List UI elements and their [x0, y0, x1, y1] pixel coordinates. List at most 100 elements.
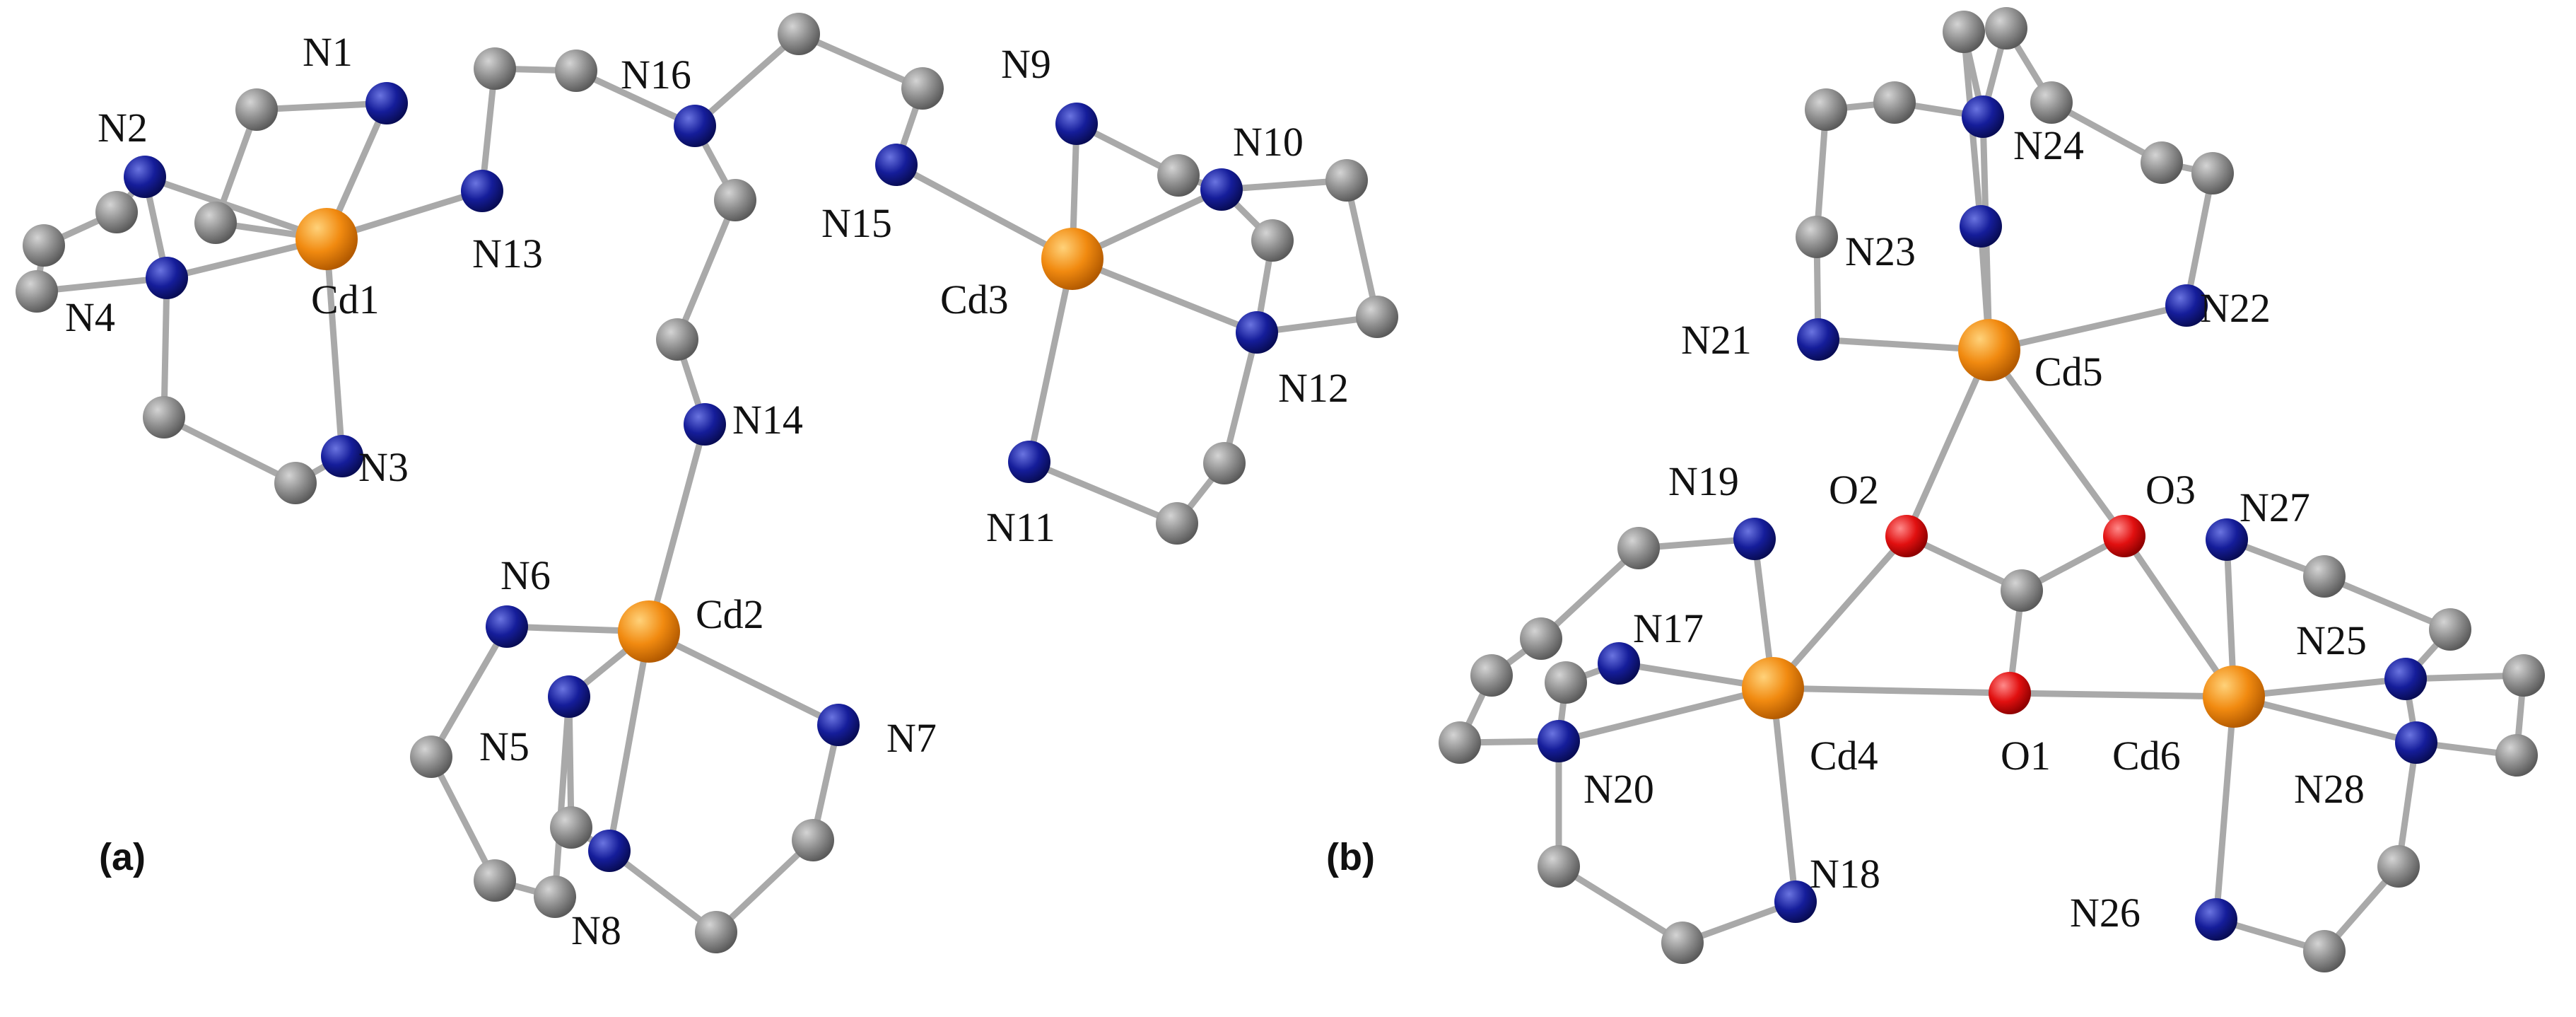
atom-label-n1: N1 [303, 29, 353, 75]
carbon-atom-b4 [1943, 11, 1985, 53]
bond-cd2-n8 [606, 628, 652, 854]
nitrogen-atom-n10 [1200, 168, 1243, 211]
bond-cd6-o1 [2006, 690, 2237, 700]
nitrogen-atom-n25 [2384, 658, 2427, 700]
bond-a9-n16 [573, 67, 698, 129]
carbon-atom-b3 [1873, 81, 1916, 124]
cadmium-atom-cd6 [2203, 666, 2265, 728]
nitrogen-atom-n16 [674, 105, 716, 147]
carbon-atom-b17 [2303, 555, 2346, 598]
bond-a6-a7 [160, 414, 299, 487]
cadmium-atom-cd5 [1958, 319, 2020, 381]
atom-label-cd4: Cd4 [1810, 733, 1878, 779]
bond-cd3-n11 [1026, 255, 1076, 465]
carbon-atom-a19 [792, 819, 834, 861]
atom-label-n28: N28 [2294, 766, 2365, 812]
carbon-atom-a2 [194, 202, 237, 244]
carbon-atom-a14 [410, 736, 452, 778]
carbon-atom-b6 [2030, 81, 2073, 124]
atom-label-n14: N14 [732, 397, 803, 443]
nitrogen-atom-n26 [2195, 898, 2237, 941]
oxygen-atom-o1 [1989, 672, 2031, 714]
bond-cd5-n22 [1986, 302, 2190, 354]
nitrogen-atom-n7 [817, 704, 860, 746]
bond-cd6-o3 [2121, 533, 2237, 700]
atom-label-cd6: Cd6 [2112, 733, 2181, 779]
bond-n16-a12 [691, 30, 802, 129]
nitrogen-atom-n23 [1960, 205, 2002, 248]
cadmium-atom-cd4 [1742, 657, 1804, 719]
bond-n4-a6 [160, 274, 170, 421]
carbon-atom-a18 [695, 911, 737, 953]
atom-label-n23: N23 [1845, 228, 1916, 274]
atom-label-n20: N20 [1583, 766, 1654, 812]
bond-cd5-o3 [1986, 347, 2128, 540]
nitrogen-atom-n15 [875, 144, 918, 186]
atom-label-n4: N4 [65, 294, 115, 340]
atom-label-n2: N2 [98, 105, 148, 151]
atom-label-n6: N6 [500, 552, 551, 598]
carbon-atom-a24 [1203, 442, 1246, 484]
nitrogen-atom-n13 [461, 170, 503, 212]
nitrogen-atom-n1 [365, 82, 408, 124]
bond-a25-n11 [1026, 458, 1181, 527]
carbon-atom-a22 [1356, 296, 1398, 338]
nitrogen-atom-n12 [1236, 311, 1278, 354]
atom-label-n22: N22 [2200, 285, 2271, 331]
bond-n6-a14 [428, 623, 510, 760]
nitrogen-atom-n4 [146, 257, 188, 299]
bond-a12-a13 [795, 30, 926, 92]
carbon-atom-b13 [1439, 721, 1481, 764]
carbon-atom-a17 [550, 806, 592, 849]
atom-label-n12: N12 [1278, 365, 1349, 411]
bond-cd4-o2 [1769, 533, 1910, 692]
bond-n12-a24 [1221, 329, 1260, 467]
oxygen-atom-o2 [1885, 515, 1928, 557]
label-layer: (a) (b) N1 N2 N3 N4 Cd1 N13 N16 N14 N15 … [65, 29, 2367, 953]
carbon-atom-b7 [2141, 141, 2183, 184]
nitrogen-atom-n20 [1538, 720, 1580, 762]
bond-a10-a11 [674, 197, 739, 343]
cadmium-atom-cd1 [295, 208, 358, 270]
bond-n1-a1 [253, 100, 390, 113]
carbon-atom-a4 [23, 224, 65, 267]
bond-cd2-n7 [645, 628, 842, 728]
nitrogen-atom-n24 [1962, 95, 2004, 138]
bond-n14-cd2 [645, 421, 708, 635]
carbon-atom-a1 [235, 88, 278, 131]
oxygen-atom-o3 [2103, 515, 2145, 557]
nitrogen-atom-n3 [321, 435, 363, 477]
nitrogen-atom-n9 [1055, 103, 1098, 145]
nitrogen-atom-n28 [2395, 721, 2437, 764]
atom-label-n17: N17 [1633, 605, 1704, 651]
carbon-atom-b21 [2377, 845, 2420, 888]
panel-label-b: (b) [1326, 836, 1375, 878]
nitrogen-atom-n2 [124, 156, 166, 198]
bond-n8-a18 [606, 847, 720, 936]
bond-a14-a15 [428, 753, 498, 884]
carbon-atom-a23 [1251, 219, 1294, 262]
carbon-atom-a8 [474, 47, 516, 90]
carbon-atom-b11 [1520, 617, 1562, 660]
carbon-atom-a12 [778, 13, 820, 55]
carbon-atom-a7 [274, 462, 317, 504]
carbon-atom-b9 [2001, 569, 2043, 612]
carbon-atom-a6 [143, 396, 185, 438]
atom-label-n18: N18 [1810, 851, 1880, 897]
carbon-atom-a16 [534, 876, 576, 918]
bond-n5-a17 [566, 693, 575, 831]
bond-cd6-n28 [2230, 693, 2420, 746]
nitrogen-atom-n14 [684, 403, 726, 446]
atom-label-n3: N3 [358, 444, 409, 490]
atom-label-n10: N10 [1233, 119, 1304, 165]
atom-label-n25: N25 [2296, 617, 2367, 663]
atom-label-n7: N7 [886, 715, 937, 761]
atom-label-o1: O1 [2001, 733, 2051, 779]
bond-cd4-o1 [1769, 685, 2013, 697]
atom-label-o3: O3 [2145, 467, 2196, 513]
carbon-atom-b8 [2191, 152, 2234, 194]
nitrogen-atom-n17 [1598, 642, 1640, 685]
atom-label-n8: N8 [571, 907, 621, 953]
nitrogen-atom-n18 [1774, 881, 1817, 923]
